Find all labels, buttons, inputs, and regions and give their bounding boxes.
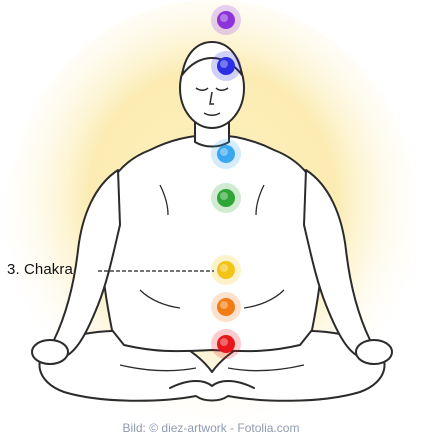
chakra-6-highlight (220, 60, 228, 68)
chakra-callout-label: 3. Chakra (7, 261, 73, 278)
chakra-5-highlight (220, 148, 228, 156)
chakra-7-highlight (220, 14, 228, 22)
chakra-3-highlight (220, 264, 228, 272)
chakra-4-highlight (220, 192, 228, 200)
image-credit: Bild: © diez-artwork - Fotolia.com (0, 421, 422, 435)
chakra-2-highlight (220, 301, 228, 309)
chakra-1-highlight (220, 338, 228, 346)
